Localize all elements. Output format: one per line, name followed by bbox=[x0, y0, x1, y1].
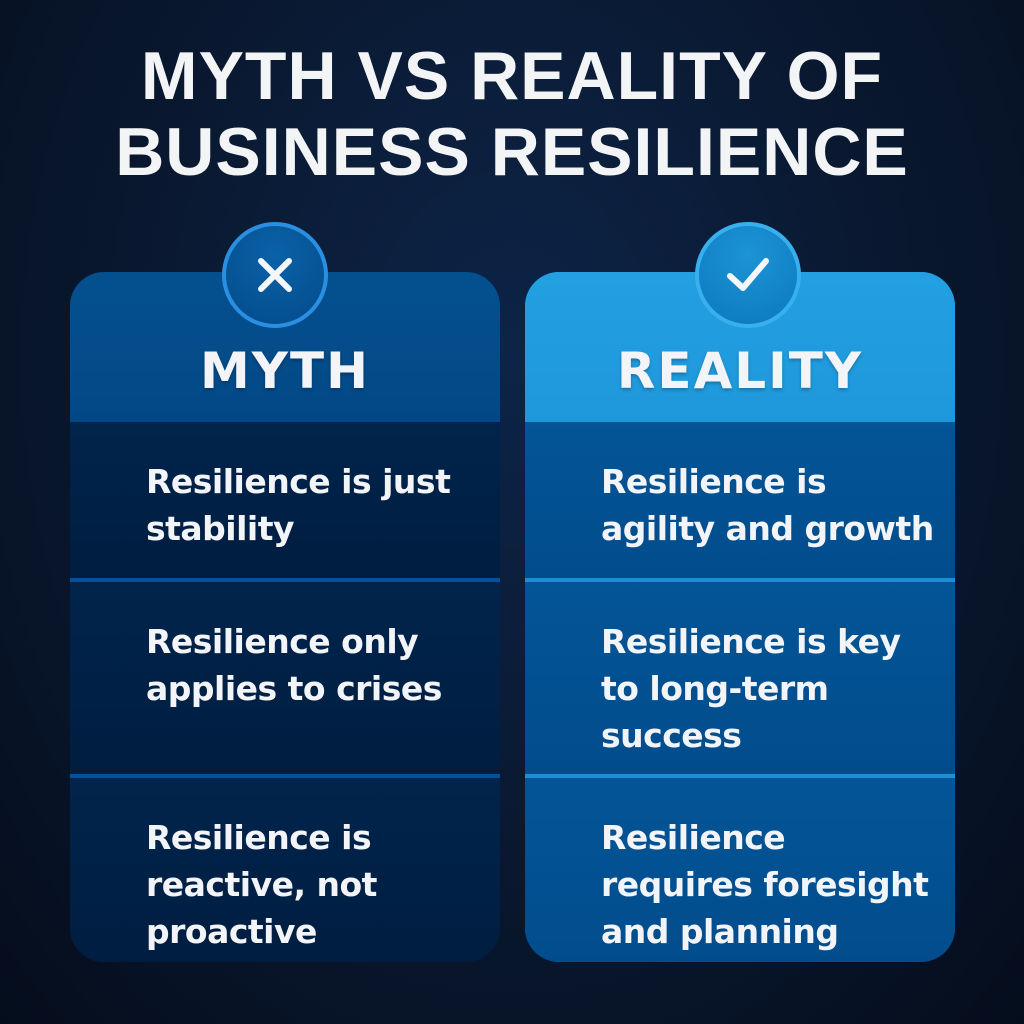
myth-label: MYTH bbox=[200, 342, 370, 400]
page-title: MYTH VS REALITY OF BUSINESS RESILIENCE bbox=[0, 38, 1024, 190]
title-line-1: MYTH VS REALITY OF bbox=[140, 38, 884, 114]
reality-label: REALITY bbox=[616, 342, 864, 400]
myth-item: Resilience only applies to crises bbox=[70, 582, 500, 774]
title-line-2: BUSINESS RESILIENCE bbox=[115, 114, 909, 190]
row-divider bbox=[70, 774, 500, 778]
reality-item: Resilience is agility and growth bbox=[525, 422, 955, 578]
myth-card: MYTH Resilience is just stability Resili… bbox=[70, 272, 500, 962]
row-divider bbox=[70, 578, 500, 582]
row-divider bbox=[525, 578, 955, 582]
reality-card: REALITY Resilience is agility and growth… bbox=[525, 272, 955, 962]
reality-badge bbox=[695, 222, 801, 328]
row-divider bbox=[525, 774, 955, 778]
reality-item: Resilience is key to long-term success bbox=[525, 582, 955, 774]
myth-item: Resilience is just stability bbox=[70, 422, 500, 578]
myth-item: Resilience is reactive, not proactive bbox=[70, 778, 500, 962]
x-mark-icon bbox=[258, 258, 292, 292]
myth-badge bbox=[222, 222, 328, 328]
reality-item: Resilience requires foresight and planni… bbox=[525, 778, 955, 962]
check-mark-icon bbox=[727, 258, 769, 291]
